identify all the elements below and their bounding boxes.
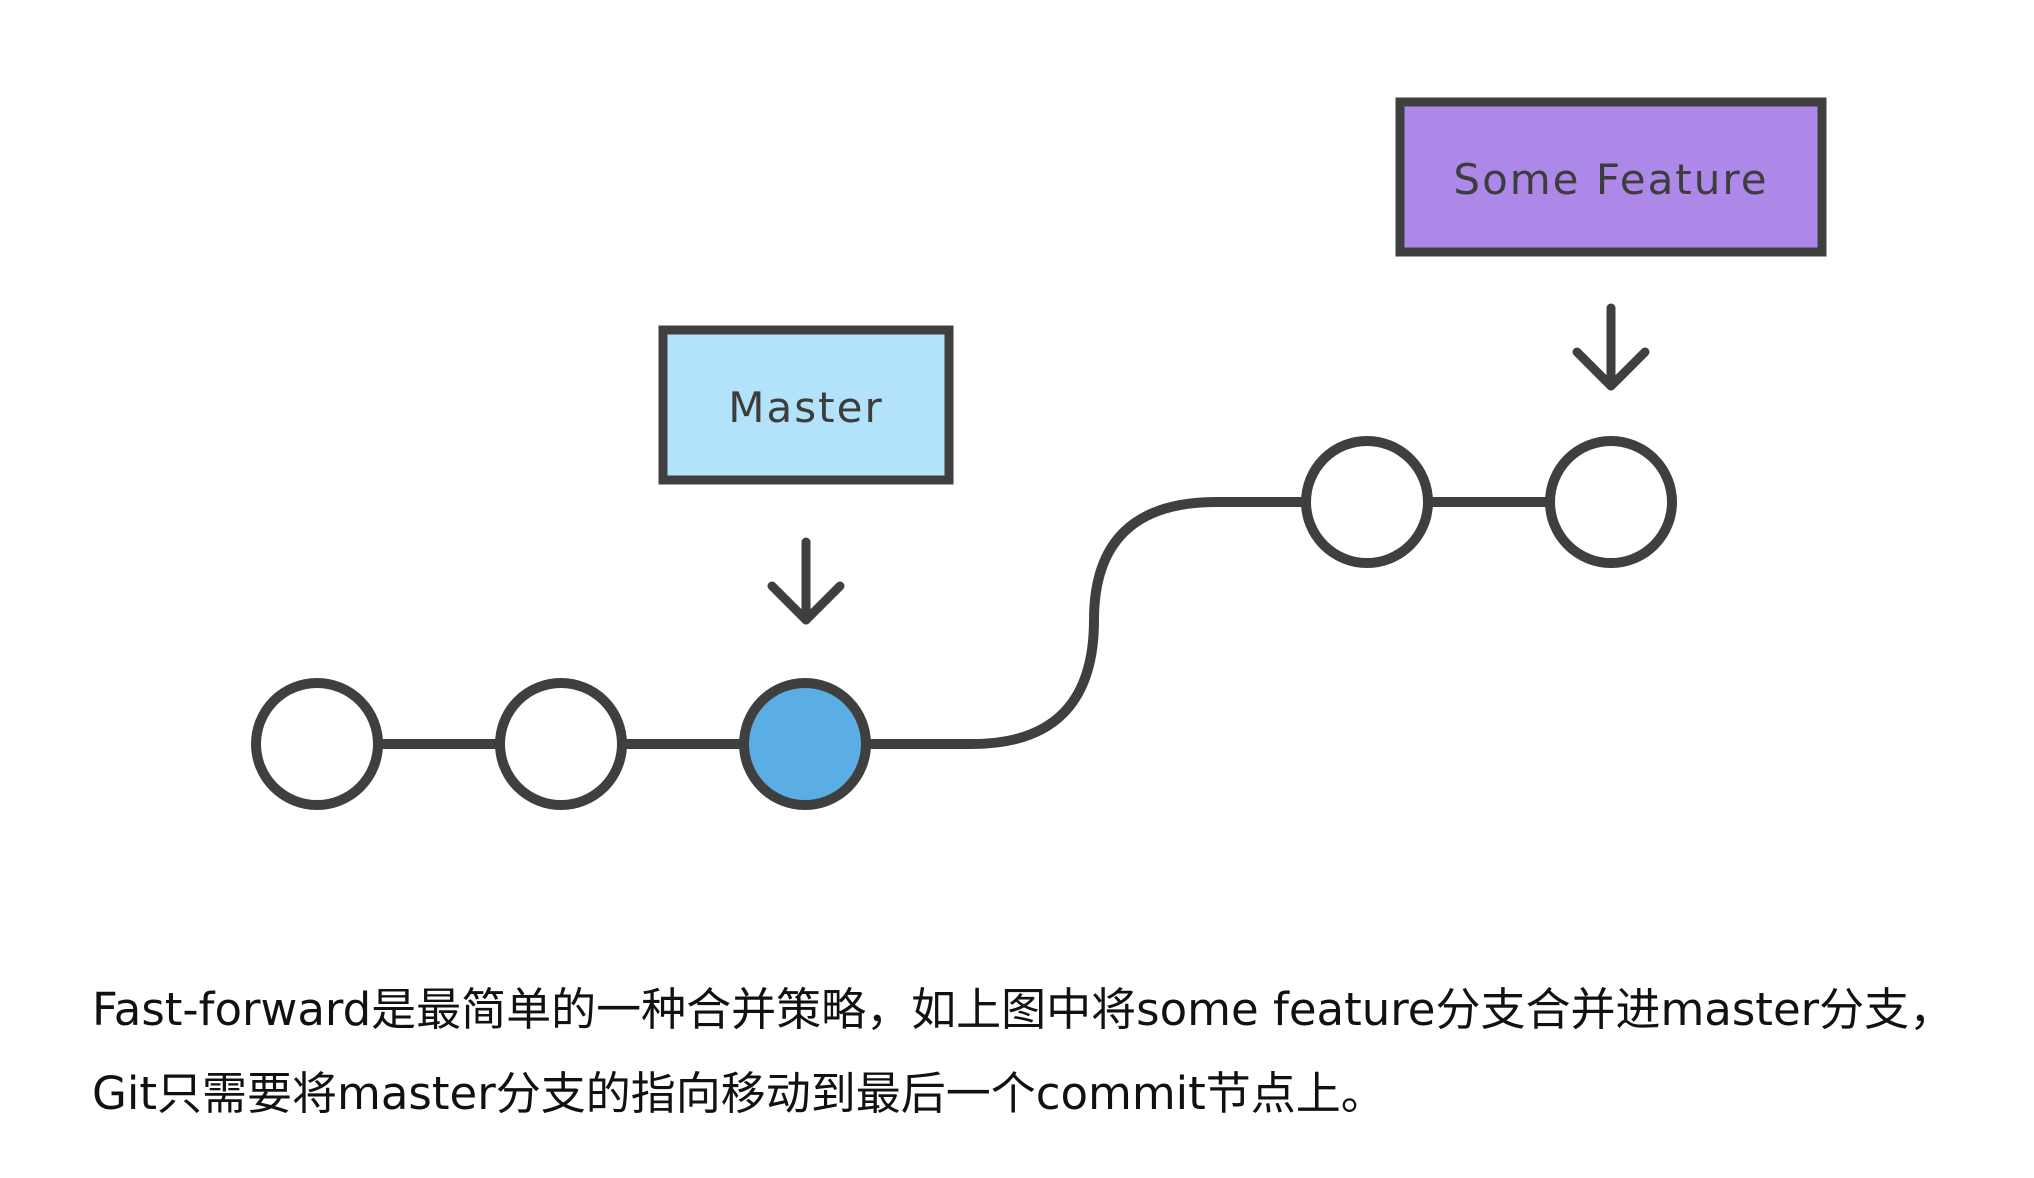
feature-label-box (1395, 97, 1827, 257)
feature-label-text: Some Feature (1453, 155, 1768, 204)
commit-node-5 (1545, 436, 1677, 568)
commit-connectors (373, 497, 1555, 749)
arrow-down-icon (767, 537, 845, 625)
master-label-text: Master (728, 383, 883, 432)
feature-label: Some Feature (1395, 97, 1827, 257)
arrow-down-icon (1572, 303, 1650, 391)
commit-node-1 (251, 678, 383, 810)
caption-text: Fast-forward是最简单的一种合并策略，如上图中将some featur… (92, 983, 1955, 1120)
master-label-box (658, 325, 954, 485)
branch-curve (861, 497, 1311, 749)
commit-node-4 (1301, 436, 1433, 568)
master-label: Master (658, 325, 954, 485)
commit-nodes (251, 436, 1677, 810)
commit-node-current (739, 678, 871, 810)
fast-forward-diagram: Master Some Feature (251, 97, 1827, 810)
commit-node-2 (495, 678, 627, 810)
